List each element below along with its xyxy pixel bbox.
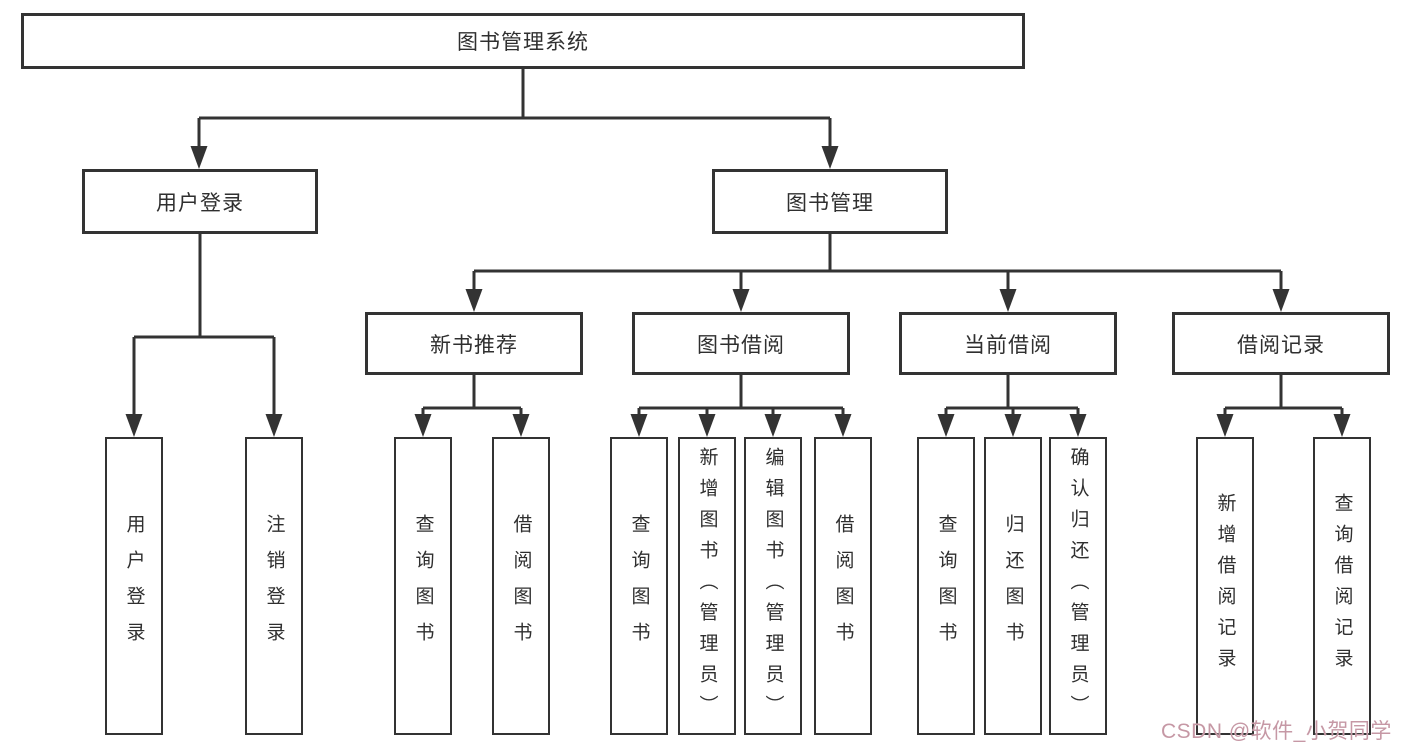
leaf-query-books-2: 查询图书 [610,437,668,735]
connector [637,375,845,416]
node-root: 图书管理系统 [21,13,1025,69]
arrowhead [630,414,648,437]
arrowhead [190,146,208,169]
leaf-add-books-admin: 新增图书（管理员） [678,437,736,735]
arrowhead [125,414,143,437]
leaf-add-borrow-record: 新增借阅记录 [1196,437,1254,735]
arrowhead [1216,414,1234,437]
arrowhead [821,146,839,169]
arrowhead [999,289,1017,312]
leaf-return-books: 归还图书 [984,437,1042,735]
connector [1223,375,1344,416]
leaf-label: 查询图书 [935,514,957,658]
leaf-label: 新增图书（管理员） [696,446,718,726]
leaf-label: 用户登录 [123,514,145,658]
leaf-label: 编辑图书（管理员） [762,446,784,726]
leaf-label: 新增借阅记录 [1214,493,1236,679]
leaf-borrow-books: 借阅图书 [492,437,550,735]
arrowhead [937,414,955,437]
arrowhead [1272,289,1290,312]
arrowhead [1004,414,1022,437]
leaf-edit-books-admin: 编辑图书（管理员） [744,437,802,735]
arrowhead [512,414,530,437]
leaf-confirm-return-admin: 确认归还（管理员） [1049,437,1107,735]
leaf-logout-login: 注销登录 [245,437,303,735]
leaf-label: 借阅图书 [510,514,532,658]
connector [132,234,276,416]
connector [944,375,1080,416]
leaf-query-borrow-record: 查询借阅记录 [1313,437,1371,735]
node-book-borrow: 图书借阅 [632,312,850,375]
arrowhead [834,414,852,437]
node-user-login: 用户登录 [82,169,318,234]
leaf-label: 归还图书 [1002,514,1024,658]
leaf-label: 借阅图书 [832,514,854,658]
node-new-book-recommend: 新书推荐 [365,312,583,375]
leaf-label: 查询图书 [628,514,650,658]
connector [197,69,832,148]
arrowhead [732,289,750,312]
node-borrow-records: 借阅记录 [1172,312,1390,375]
leaf-query-books-3: 查询图书 [917,437,975,735]
leaf-label: 注销登录 [263,514,285,658]
arrowhead [1333,414,1351,437]
leaf-label: 查询图书 [412,514,434,658]
leaf-label: 确认归还（管理员） [1067,446,1089,726]
arrowhead [465,289,483,312]
leaf-query-books: 查询图书 [394,437,452,735]
arrowhead [764,414,782,437]
arrowhead [414,414,432,437]
leaf-borrow-books-2: 借阅图书 [814,437,872,735]
arrowhead [698,414,716,437]
node-book-management: 图书管理 [712,169,948,234]
arrowhead [1069,414,1087,437]
arrowhead [265,414,283,437]
connector [421,375,523,416]
connector [472,234,1283,291]
leaf-user-login: 用户登录 [105,437,163,735]
node-current-borrow: 当前借阅 [899,312,1117,375]
watermark: CSDN @软件_小贺同学 [1161,720,1392,743]
leaf-label: 查询借阅记录 [1331,493,1353,679]
